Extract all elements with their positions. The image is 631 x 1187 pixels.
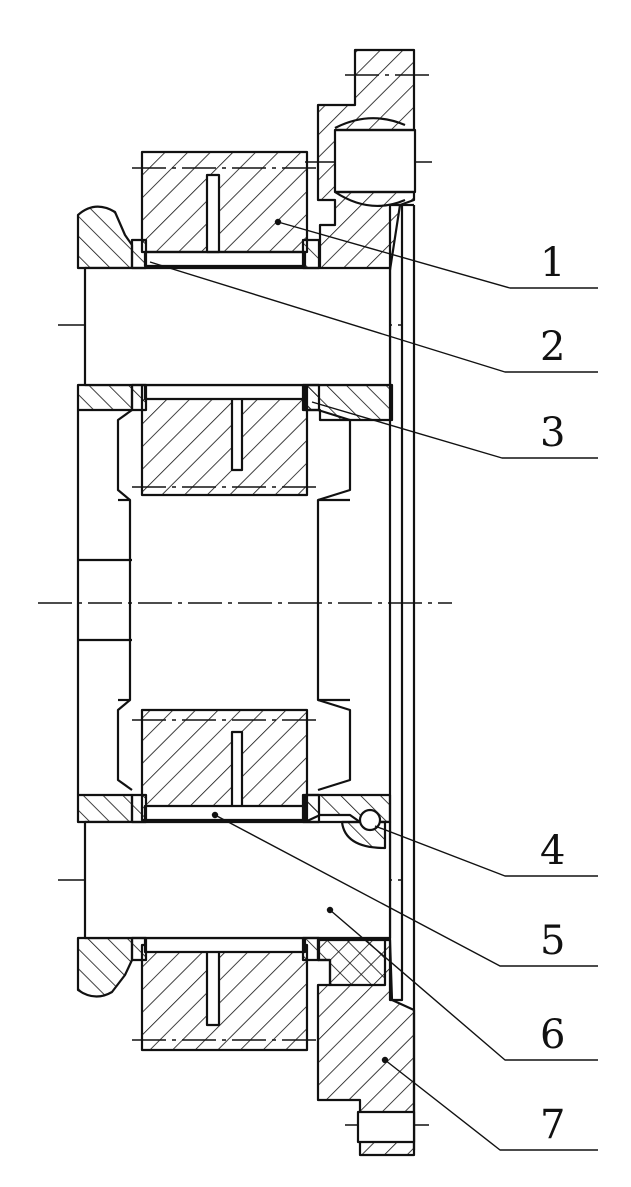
left-housing [76,205,134,998]
steel-ball [340,808,387,850]
gear-1-top [140,150,309,268]
gear-upper-middle [140,383,309,497]
cage-frame [116,408,352,792]
callout-6: 6 [540,1012,565,1058]
gear-lower-middle [140,708,309,822]
lower-shaft [83,820,392,940]
callout-7: 7 [540,1102,565,1148]
bushings [130,238,321,962]
callout-5: 5 [540,918,565,964]
gear-bottom [140,936,309,1052]
callout-labels: 1 2 3 4 5 6 7 [540,240,565,1148]
callout-1: 1 [540,240,565,286]
callout-2: 2 [540,324,565,370]
callout-3: 3 [540,410,565,456]
leader-lines [149,218,598,1151]
callout-4: 4 [540,828,565,874]
top-flange [316,48,417,272]
bottom-flange [316,938,416,1157]
upper-shaft [83,266,392,387]
